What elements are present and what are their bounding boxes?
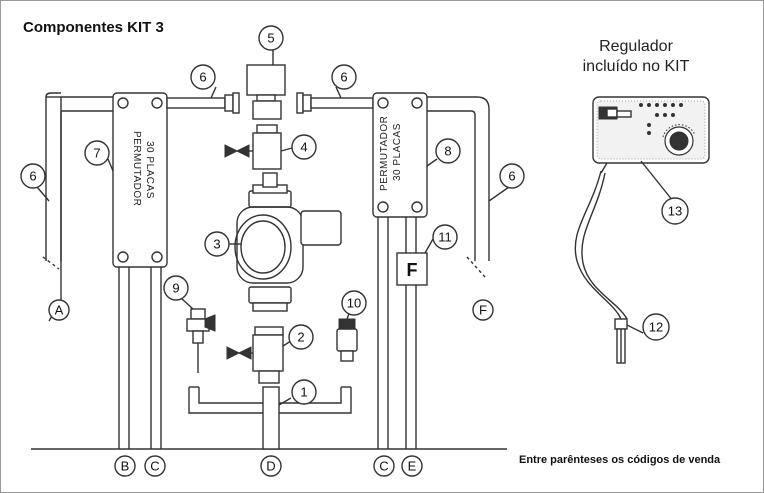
right-pipe xyxy=(427,96,490,278)
top-left-pipe xyxy=(166,92,240,114)
callout-13: 13 xyxy=(661,197,689,225)
left-exchanger-label-line2: 30 PLACAS xyxy=(144,141,155,199)
svg-text:6: 6 xyxy=(340,70,347,85)
right-exchanger-down-pipes xyxy=(377,217,417,449)
regulator-caption-line1: Regulador xyxy=(599,38,673,55)
svg-text:3: 3 xyxy=(213,237,220,252)
svg-text:B: B xyxy=(121,459,130,474)
svg-text:2: 2 xyxy=(297,330,304,345)
callout-6-top-right: 6 xyxy=(331,64,357,90)
svg-text:13: 13 xyxy=(668,204,682,219)
filter: F xyxy=(396,252,428,286)
svg-text:11: 11 xyxy=(438,230,452,245)
svg-text:5: 5 xyxy=(267,31,274,46)
svg-text:C: C xyxy=(379,459,388,474)
callout-12: 12 xyxy=(642,313,670,341)
callout-5: 5 xyxy=(258,25,284,51)
left-pipe xyxy=(42,92,113,322)
callout-2: 2 xyxy=(288,324,314,350)
circulator-pump xyxy=(234,172,342,312)
left-plate-exchanger: PERMUTADOR 30 PLACAS xyxy=(112,92,168,268)
connection-B: B xyxy=(114,455,136,477)
regulator-caption: Regulador incluído no KIT xyxy=(561,37,711,77)
left-exchanger-down-pipes xyxy=(118,267,162,449)
svg-text:12: 12 xyxy=(649,320,663,335)
callout-6-top-left: 6 xyxy=(190,64,216,90)
callout-9: 9 xyxy=(163,275,189,301)
connection-C-right: C xyxy=(373,455,395,477)
svg-text:6: 6 xyxy=(199,70,206,85)
svg-text:D: D xyxy=(266,459,275,474)
callout-11: 11 xyxy=(432,224,458,250)
callout-4: 4 xyxy=(291,134,317,160)
regulator xyxy=(592,96,710,174)
svg-text:F: F xyxy=(479,303,487,318)
callout-1: 1 xyxy=(291,379,317,405)
svg-text:6: 6 xyxy=(508,169,515,184)
callout-8: 8 xyxy=(435,138,461,164)
right-plate-exchanger: PERMUTADOR 30 PLACAS xyxy=(372,92,428,218)
svg-text:10: 10 xyxy=(347,296,361,311)
svg-text:1: 1 xyxy=(300,385,307,400)
pressure-sensor xyxy=(336,318,358,362)
connection-C-left: C xyxy=(144,455,166,477)
connection-D: D xyxy=(260,455,282,477)
page-title: Componentes KIT 3 xyxy=(23,19,164,36)
callout-3: 3 xyxy=(204,231,230,257)
top-right-pipe xyxy=(296,92,374,114)
callout-10: 10 xyxy=(341,290,367,316)
air-vent xyxy=(246,64,286,120)
callout-6-left: 6 xyxy=(20,163,46,189)
safety-valve xyxy=(186,308,216,373)
bottom-manifold xyxy=(188,386,352,450)
right-exchanger-label-line2: 30 PLACAS xyxy=(392,123,403,181)
svg-text:C: C xyxy=(150,459,159,474)
sensor-cable xyxy=(574,170,628,364)
ball-valve-bottom xyxy=(226,326,284,384)
ball-valve-top xyxy=(224,124,282,170)
callout-6-right: 6 xyxy=(499,163,525,189)
svg-text:6: 6 xyxy=(29,169,36,184)
svg-text:9: 9 xyxy=(172,281,179,296)
footnote: Entre parênteses os códigos de venda xyxy=(519,454,721,466)
regulator-caption-line2: incluído no KIT xyxy=(582,58,690,75)
connection-E: E xyxy=(401,455,423,477)
right-exchanger-label-line1: PERMUTADOR xyxy=(379,116,390,191)
svg-text:8: 8 xyxy=(444,144,451,159)
svg-text:A: A xyxy=(55,303,64,318)
filter-label: F xyxy=(407,260,418,280)
svg-text:E: E xyxy=(408,459,417,474)
connection-A: A xyxy=(48,299,70,321)
svg-text:4: 4 xyxy=(300,140,307,155)
connection-F: F xyxy=(472,299,494,321)
left-exchanger-label-line1: PERMUTADOR xyxy=(131,131,142,206)
callout-7: 7 xyxy=(84,140,110,166)
svg-text:7: 7 xyxy=(93,146,100,161)
